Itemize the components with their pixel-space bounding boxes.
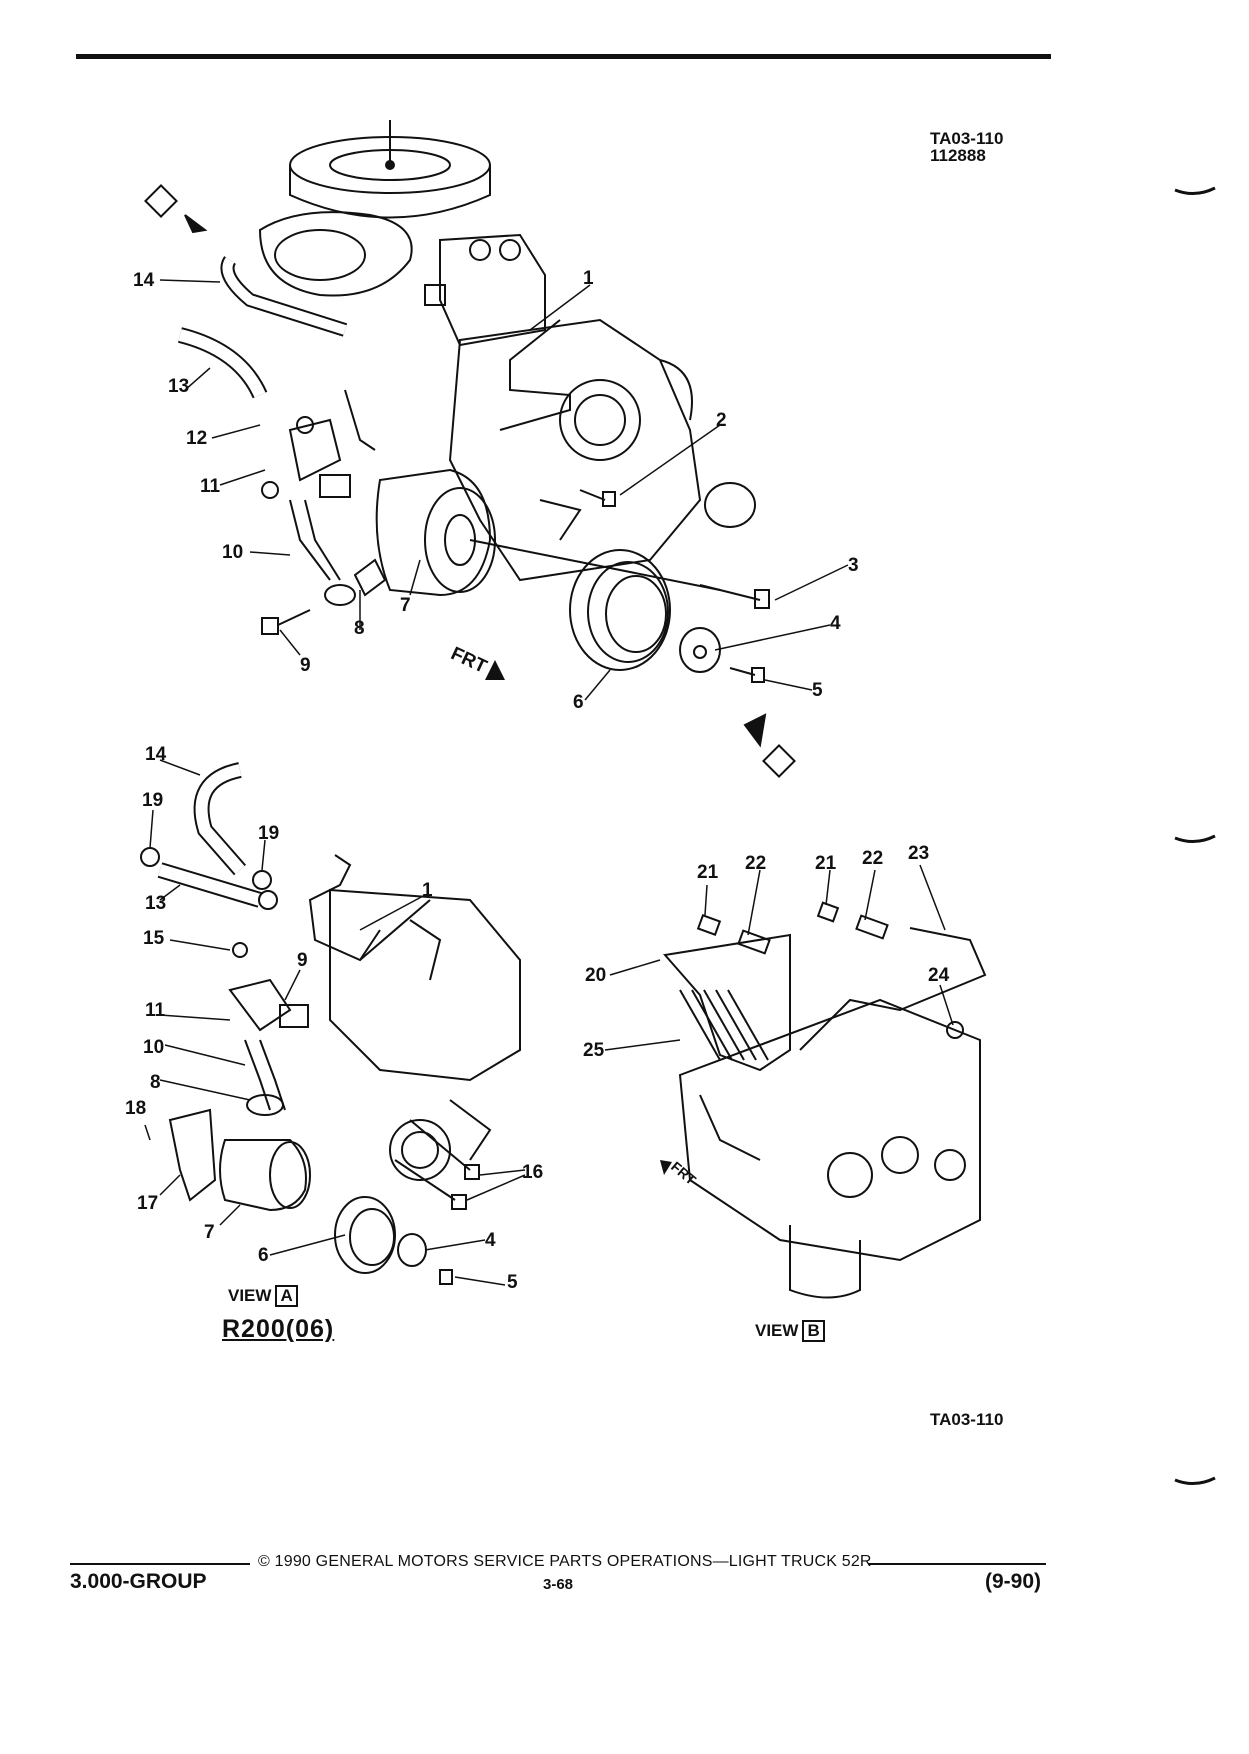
callout: 22: [862, 848, 884, 869]
pipe-1: [344, 319, 571, 451]
figure-id-bottom: TA03-110: [930, 1410, 1004, 1429]
callout: 11: [200, 476, 221, 497]
figure-part-code: 112888: [930, 146, 986, 165]
shaft-bolt-3: [469, 539, 770, 609]
view-b-leader-lines: [604, 864, 954, 1051]
view-a-hose-13: [157, 862, 263, 908]
view-b-letter: B: [802, 1320, 825, 1342]
footer-copyright: © 1990 GENERAL MOTORS SERVICE PARTS OPER…: [258, 1553, 872, 1570]
callout: 7: [400, 595, 411, 616]
view-a-bolt-5: [439, 1269, 453, 1285]
callout: 1: [422, 880, 433, 901]
callout: 19: [258, 823, 280, 844]
callout: 4: [830, 613, 841, 634]
callout: 13: [168, 376, 190, 397]
callout: 2: [716, 410, 727, 431]
view-a-hub-4: [397, 1233, 427, 1267]
frt-arrow-b: [660, 1160, 672, 1175]
callout: 9: [300, 655, 311, 676]
view-a-pulley-6: [334, 1196, 396, 1274]
callout: 24: [928, 965, 950, 986]
callout: 21: [815, 853, 837, 874]
check-valve-assembly: [261, 416, 387, 635]
edge-mark: [1174, 186, 1216, 195]
hub-4: [679, 627, 721, 673]
view-a-label: VIEW: [228, 1286, 272, 1305]
frt-arrow-top: [485, 660, 505, 680]
air-pump-7: [375, 468, 496, 597]
callout: 13: [145, 893, 167, 914]
callout: 10: [222, 542, 244, 563]
callout: 22: [745, 853, 767, 874]
view-a-leader-lines: [144, 759, 526, 1286]
callout: 10: [143, 1037, 165, 1058]
view-a-pipe-1: [308, 854, 431, 962]
callout: 17: [137, 1193, 159, 1214]
callout: 14: [145, 744, 167, 765]
pulley-6: [569, 549, 671, 671]
view-b-label: VIEW: [755, 1321, 799, 1340]
callout: 9: [297, 950, 308, 971]
bolt-5: [729, 667, 765, 683]
engine-block-top: [448, 318, 756, 582]
view-a-engine: [329, 888, 521, 1181]
callout: 23: [908, 843, 930, 864]
callout: 6: [258, 1245, 269, 1266]
view-a-hose-14: [193, 762, 247, 876]
callout: 8: [150, 1072, 161, 1093]
callout: 21: [697, 862, 719, 883]
edge-mark: [1174, 834, 1216, 843]
view-b-arrow: [144, 184, 208, 234]
callout: 12: [186, 428, 208, 449]
callout: 14: [133, 270, 155, 291]
view-a-letter: A: [275, 1285, 298, 1307]
intake-duct: [258, 211, 413, 297]
callout: 16: [522, 1162, 544, 1183]
callout: 20: [585, 965, 607, 986]
view-b-fittings-21-22: [696, 901, 964, 1039]
view-a-pump-7: [219, 1139, 311, 1212]
callout: 7: [204, 1222, 215, 1243]
model-label: R200(06): [222, 1315, 335, 1343]
callout: 5: [507, 1272, 518, 1293]
figure-id-code: TA03-110: [930, 129, 1004, 148]
air-cleaner: [289, 120, 491, 219]
footer-group: 3.000-GROUP: [70, 1570, 207, 1593]
hose-13: [177, 327, 268, 399]
view-a-bracket-17: [168, 1108, 217, 1202]
callout: 3: [848, 555, 859, 576]
callout: 4: [485, 1230, 496, 1251]
callout: 11: [145, 1000, 166, 1021]
view-b-pipes-25: [679, 989, 769, 1061]
header-rule: [76, 54, 1051, 59]
footer-rule-left: [70, 1563, 250, 1565]
callout: 1: [583, 268, 594, 289]
edge-mark: [1174, 1476, 1216, 1485]
callout: 6: [573, 692, 584, 713]
callout: 18: [125, 1098, 147, 1119]
throttle-body: [424, 233, 546, 347]
footer-date: (9-90): [985, 1570, 1042, 1593]
callout: 25: [583, 1040, 605, 1061]
figure-id: TA03-110 112888: [930, 130, 1003, 164]
callout: 5: [812, 680, 823, 701]
leader-lines-top: [159, 279, 849, 701]
hose-14: [220, 256, 348, 337]
page-number: 3-68: [543, 1576, 574, 1593]
callout: 8: [354, 618, 365, 639]
bolt-2: [579, 489, 616, 507]
view-b-engine: [678, 998, 981, 1299]
callout: 19: [142, 790, 164, 811]
view-b-manifold-20: [663, 933, 791, 1072]
view-a-bolts-16: [394, 1119, 480, 1210]
view-a-valve: [228, 942, 309, 1116]
footer-rule-right: [868, 1563, 1046, 1565]
callout: 15: [143, 928, 165, 949]
view-a-arrow: [743, 713, 796, 778]
